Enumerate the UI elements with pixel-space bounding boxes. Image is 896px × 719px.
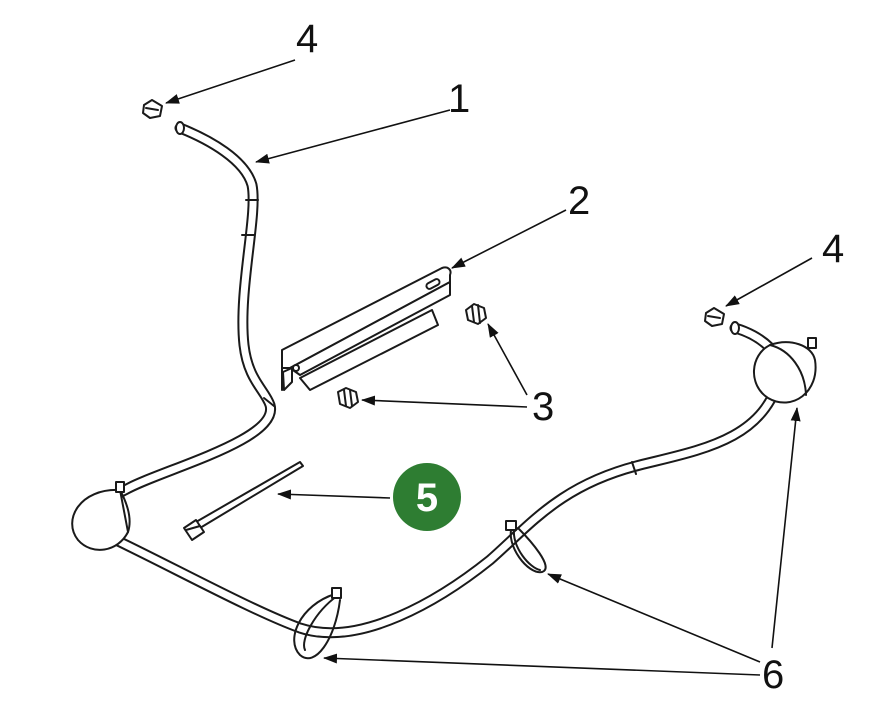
callout-label-clamp-right: 4 [822, 227, 844, 271]
hose-line [81, 121, 787, 639]
bolt-lower [337, 387, 359, 409]
callout-badge-cable-tie: 5 [393, 463, 461, 531]
bolt-upper [465, 303, 487, 325]
badge-circle [393, 463, 461, 531]
cable-tie [183, 461, 304, 541]
loop-clamp-bottom [293, 587, 342, 660]
callout-label-hose: 1 [448, 77, 470, 121]
hose-clamp-right [704, 307, 725, 327]
callout-label-loop-clamps: 6 [762, 653, 784, 697]
loop-clamp-middle [505, 520, 547, 574]
callout-label-bolt: 3 [532, 385, 554, 429]
callout-label-clamp-left: 4 [296, 17, 318, 61]
loop-clamp-left [71, 481, 131, 551]
hose-end-left [175, 121, 185, 135]
callout-label-bracket: 2 [568, 179, 590, 223]
hose-end-right [730, 321, 740, 335]
leader-lines [165, 59, 813, 676]
mounting-bracket [281, 266, 452, 391]
callout-label-cable-tie: 5 [416, 476, 438, 520]
loop-clamp-right [753, 337, 817, 404]
hose-clamp-left [142, 99, 163, 119]
